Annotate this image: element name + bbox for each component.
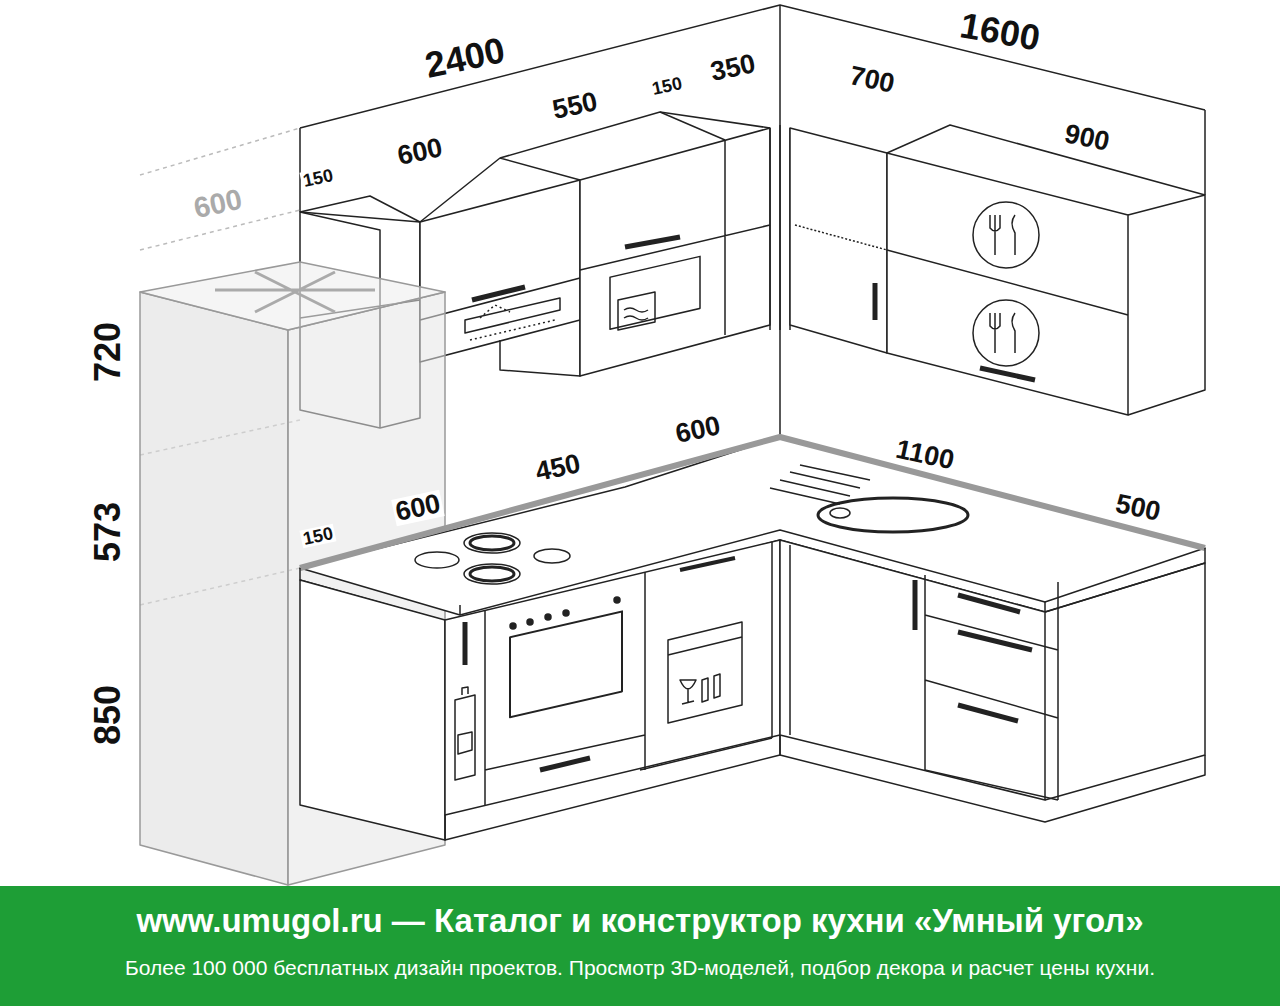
dimension-label: 2400 (420, 32, 510, 85)
dimension-label: 1600 (955, 7, 1044, 57)
dimension-label: 150 (648, 74, 685, 99)
footer-band: www.umugol.ru — Каталог и конструктор ку… (0, 886, 1280, 1006)
dimension-label: 500 (1111, 490, 1165, 527)
footer-heading: www.umugol.ru — Каталог и конструктор ку… (0, 902, 1280, 940)
dimension-label: 450 (531, 450, 585, 487)
dimension-label: 600 (393, 134, 447, 171)
dimension-label: 700 (845, 62, 899, 99)
dimension-label: 150 (299, 166, 336, 191)
dimension-label: 600 (671, 412, 725, 449)
dimension-label: 850 (90, 683, 126, 747)
footer-text: Более 100 000 бесплатных дизайн проектов… (0, 956, 1280, 980)
dimension-label: 900 (1060, 120, 1114, 157)
dimension-label: 550 (548, 88, 602, 125)
dimension-label: 720 (90, 320, 126, 384)
dimension-label: 350 (706, 50, 760, 87)
dimension-label: 573 (90, 500, 126, 564)
dimension-label: 600 (189, 184, 246, 223)
